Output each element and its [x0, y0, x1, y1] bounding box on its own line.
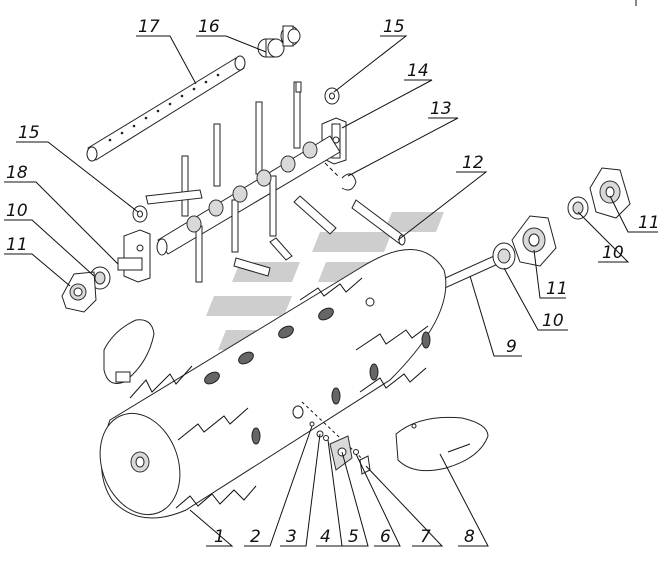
part-11-flange-left: [61, 271, 97, 313]
part-10-bearing-left: [89, 266, 111, 290]
part-1-drum-housing: [99, 249, 447, 519]
callout-15-top: 15: [383, 17, 405, 37]
callout-6: 6: [380, 527, 391, 547]
callout-10-right: 10: [602, 243, 624, 263]
part-11-flange-right: [589, 167, 631, 219]
leader-lines: [4, 35, 658, 547]
callout-5: 5: [348, 527, 359, 547]
part-13-circlip: [319, 157, 357, 191]
callout-1: 1: [214, 527, 225, 547]
part-15-washer-left: [132, 205, 148, 223]
left-cover: [103, 319, 155, 384]
part-18-bracket: [117, 229, 151, 283]
part-8-cover: [395, 416, 489, 472]
callout-10-mid: 10: [542, 311, 564, 331]
part-15-washer-top: [324, 87, 340, 105]
callout-12: 12: [462, 153, 484, 173]
callout-11-left: 11: [6, 235, 28, 255]
callout-10-left: 10: [6, 201, 28, 221]
part-10-bearing-right: [567, 196, 589, 220]
callout-3: 3: [286, 527, 297, 547]
part-16-bushing: [257, 25, 301, 58]
callout-13: 13: [430, 99, 452, 119]
part-17-perforated-tube: [86, 55, 246, 162]
callout-11-right: 11: [638, 213, 660, 233]
callout-15-left: 15: [18, 123, 40, 143]
part-10-bearing-mid: [492, 242, 516, 270]
callout-18: 18: [6, 163, 28, 183]
callout-14: 14: [407, 61, 429, 81]
callout-17: 17: [138, 17, 160, 37]
callout-16: 16: [198, 17, 220, 37]
callout-4: 4: [320, 527, 331, 547]
callout-labels: 17 16 15 14 13 15 18 10 11 12 11 10 11 1…: [6, 17, 660, 547]
callout-11-mid: 11: [546, 279, 568, 299]
callout-7: 7: [420, 527, 431, 547]
callout-9: 9: [506, 337, 517, 357]
callout-8: 8: [464, 527, 475, 547]
rotor-shaft-assembly: [145, 81, 341, 283]
callout-2: 2: [250, 527, 261, 547]
part-11-flange-mid: [511, 215, 557, 267]
